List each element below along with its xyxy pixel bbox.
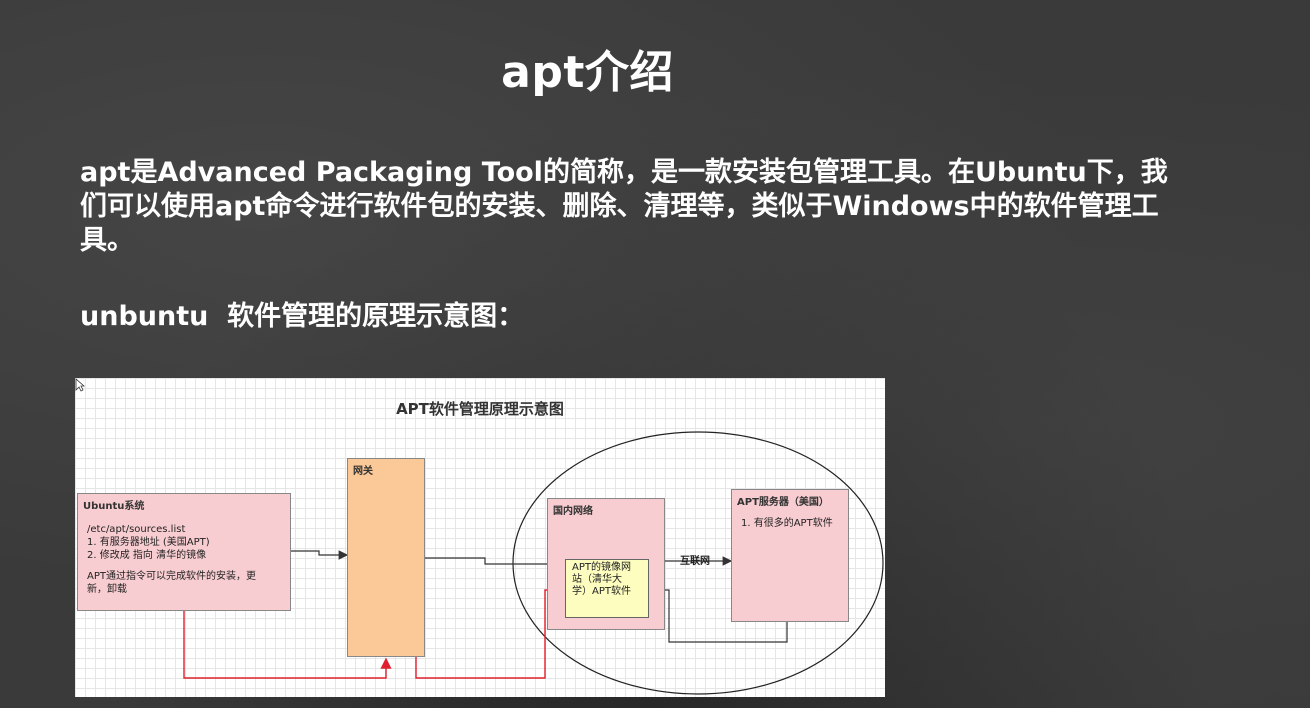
diagram-title: APT软件管理原理示意图 (396, 400, 564, 418)
domestic-box-title: 国内网络 (553, 506, 593, 517)
diagram-heading: unbuntu 软件管理的原理示意图： (80, 301, 525, 332)
ubuntu-line-1: 1. 有服务器地址 (美国APT) (87, 537, 210, 548)
intro-paragraph: apt是Advanced Packaging Tool的简称，是一款安装包管理工… (80, 157, 1168, 256)
apt-diagram: APT软件管理原理示意图 Ubuntu系统 /etc/apt/sources.l… (75, 378, 885, 697)
mirror-line-0: APT的镜像网 (572, 562, 631, 573)
ubuntu-line-3: APT通过指令可以完成软件的安装，更 (87, 571, 256, 582)
server-line-0: 1. 有很多的APT软件 (741, 518, 833, 529)
ubuntu-box-title: Ubuntu系统 (83, 501, 145, 512)
red-arrow-ubuntu-to-gateway (183, 611, 392, 679)
mouse-cursor-icon (75, 378, 85, 392)
internet-label: 互联网 (680, 556, 710, 567)
ubuntu-line-4: 新，卸载 (87, 584, 127, 595)
server-box-title: APT服务器（美国） (737, 497, 829, 508)
slide-title: apt介绍 (501, 47, 674, 98)
mirror-site-box: APT的镜像网 站（清华大 学）APT软件 (565, 559, 649, 618)
ubuntu-system-box: Ubuntu系统 /etc/apt/sources.list 1. 有服务器地址… (77, 493, 291, 611)
mirror-line-2: 学）APT软件 (572, 586, 631, 597)
ubuntu-line-2: 2. 修改成 指向 清华的镜像 (87, 550, 207, 561)
gateway-box: 网关 (347, 458, 425, 657)
apt-server-box: APT服务器（美国） 1. 有很多的APT软件 (731, 489, 849, 622)
arrow-ubuntu-to-gateway (291, 550, 349, 560)
gateway-box-title: 网关 (353, 466, 373, 477)
network-ellipse (512, 431, 884, 695)
arrow-gateway-to-mirror (425, 557, 567, 569)
sources-list-path: /etc/apt/sources.list (87, 524, 186, 535)
mirror-line-1: 站（清华大 (572, 574, 622, 585)
